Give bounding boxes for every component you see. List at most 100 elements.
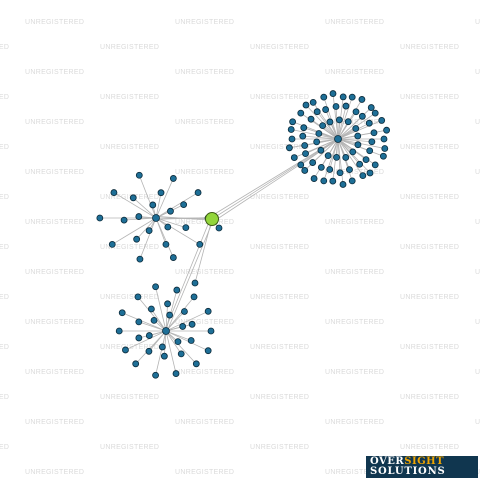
node-layer (96, 90, 390, 379)
entity-node (188, 320, 196, 328)
entity-node (135, 318, 143, 326)
entity-node (150, 316, 158, 324)
cluster-hub-node (162, 327, 170, 335)
entity-node (152, 283, 159, 291)
entity-node (319, 122, 327, 130)
leaf-edge (136, 217, 157, 240)
leaf-edge (112, 217, 157, 245)
watermark-text: UNREGISTERED (0, 344, 9, 351)
leaf-edge (337, 138, 385, 149)
entity-node (326, 166, 334, 173)
watermark-text: UNREGISTERED (100, 444, 159, 451)
logo-brand-solutions: SOLUTIONS (370, 466, 446, 477)
logo-brand-sight: SIGHT (404, 456, 445, 467)
entity-node (371, 161, 379, 169)
watermark-text: UNREGISTERED (175, 69, 234, 76)
watermark-text: UNREGISTERED (175, 219, 234, 226)
entity-node (152, 371, 159, 379)
leaf-edge (165, 330, 209, 352)
entity-node (158, 343, 166, 351)
entity-node (132, 360, 140, 368)
entity-node (366, 147, 374, 155)
entity-node (290, 154, 298, 161)
watermark-text: UNREGISTERED (475, 269, 480, 276)
entity-node (356, 160, 364, 168)
entity-node (352, 108, 360, 116)
watermark-text: UNREGISTERED (250, 344, 309, 351)
entity-node (380, 135, 388, 143)
entity-node (207, 327, 215, 335)
entity-node (359, 172, 367, 180)
watermark-text: UNREGISTERED (25, 319, 84, 326)
entity-node (115, 327, 123, 335)
entity-node (332, 103, 340, 110)
entity-node (370, 129, 378, 137)
watermark-text: UNREGISTERED (325, 269, 384, 276)
watermark-text: UNREGISTERED (250, 94, 309, 101)
watermark-text: UNREGISTERED (400, 344, 459, 351)
entity-node (286, 144, 293, 152)
connection-edge (194, 218, 213, 284)
entity-node (194, 189, 202, 196)
entity-node (169, 175, 177, 182)
entity-node (134, 293, 142, 301)
edge-layer (99, 93, 387, 376)
entity-node (367, 104, 375, 111)
entity-node (329, 90, 337, 97)
watermark-text: UNREGISTERED (0, 44, 9, 51)
entity-node (302, 101, 310, 109)
entity-node (204, 347, 212, 355)
entity-node (381, 145, 389, 152)
entity-node (342, 154, 350, 161)
leaf-edge (148, 330, 167, 352)
leaf-edge (137, 296, 167, 332)
watermark-text: UNREGISTERED (475, 119, 480, 126)
entity-node (348, 177, 356, 185)
leaf-edge (165, 330, 182, 355)
watermark-text: UNREGISTERED (250, 194, 309, 201)
leaf-edge (337, 97, 353, 140)
entity-node (336, 169, 344, 177)
entity-node (346, 166, 353, 174)
watermark-text: UNREGISTERED (100, 244, 159, 251)
entity-node (129, 194, 137, 202)
entity-node (145, 332, 153, 339)
entity-node (191, 279, 199, 287)
entity-node (160, 352, 168, 360)
leaf-edge (163, 330, 167, 357)
watermark-text: UNREGISTERED (325, 19, 384, 26)
leaf-edge (155, 217, 200, 245)
watermark-text: UNREGISTERED (400, 194, 459, 201)
entity-node (358, 96, 366, 103)
entity-node (196, 241, 204, 248)
leaf-edge (337, 138, 370, 152)
leaf-edge (155, 192, 199, 219)
entity-node (177, 350, 185, 358)
entity-node (204, 307, 212, 315)
watermark-text: UNREGISTERED (175, 319, 234, 326)
watermark-text: UNREGISTERED (0, 94, 9, 101)
watermark-text: UNREGISTERED (475, 219, 480, 226)
entity-node (333, 153, 340, 161)
leaf-edge (310, 118, 339, 140)
entity-node (182, 224, 190, 232)
leaf-edge (329, 138, 339, 170)
watermark-text: UNREGISTERED (475, 319, 480, 326)
leaf-edge (133, 197, 157, 219)
watermark-text: UNREGISTERED (325, 469, 384, 476)
entity-node (135, 171, 143, 179)
leaf-edge (337, 120, 382, 140)
leaf-edge (113, 192, 157, 219)
entity-node (289, 118, 297, 126)
watermark-text: UNREGISTERED (325, 169, 384, 176)
entity-node (135, 213, 143, 220)
entity-node (313, 138, 321, 146)
watermark-text: UNREGISTERED (25, 369, 84, 376)
leaf-edge (323, 138, 339, 181)
connection-edge (167, 219, 214, 331)
entity-node (162, 240, 170, 248)
watermark-text: UNREGISTERED (175, 369, 234, 376)
watermark-text: UNREGISTERED (400, 94, 459, 101)
watermark-text: UNREGISTERED (175, 19, 234, 26)
